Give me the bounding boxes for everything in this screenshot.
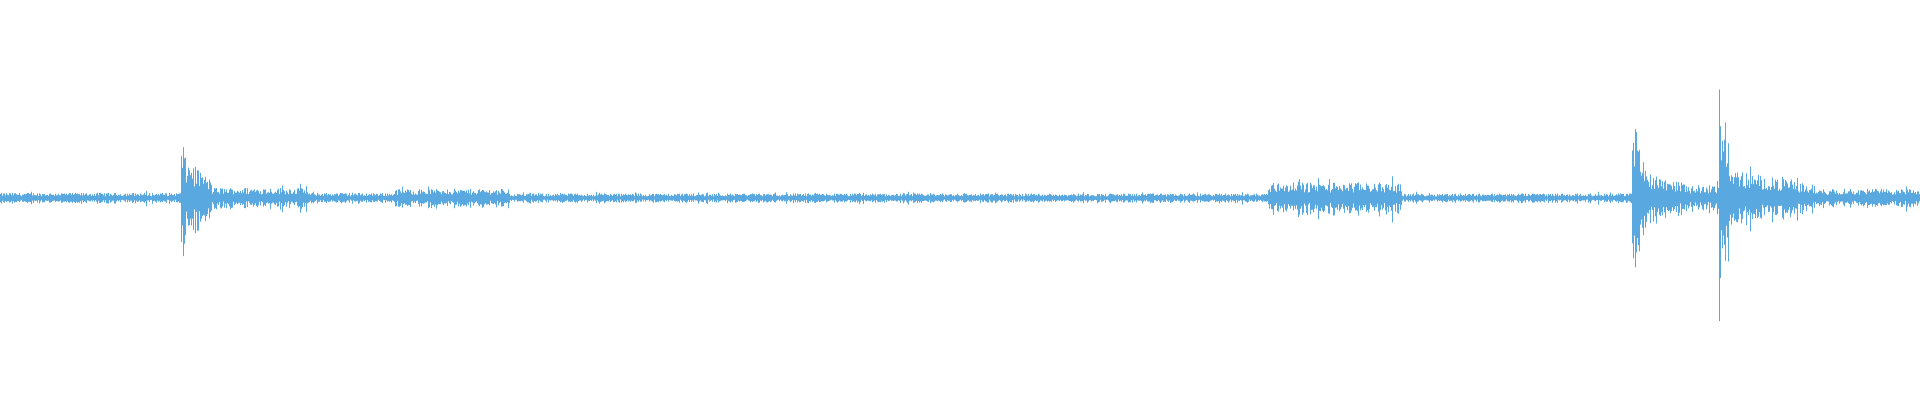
waveform-bars — [0, 89, 1920, 322]
waveform-trace — [0, 89, 1920, 322]
